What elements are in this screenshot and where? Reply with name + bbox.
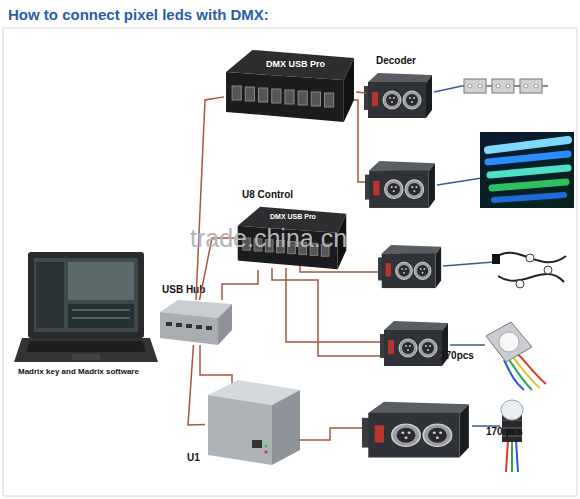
hub-box: USB Hub	[158, 300, 232, 345]
node-label: Madrix key and Madrix software	[18, 368, 139, 377]
led-tube	[488, 140, 568, 150]
picture-frame	[3, 28, 577, 496]
pixel-housing	[486, 322, 532, 362]
decoder	[380, 321, 448, 366]
usb-port	[186, 324, 192, 328]
status-led	[264, 444, 267, 447]
dmx-wire	[300, 428, 366, 440]
decoder	[365, 161, 435, 208]
decoder-box: Decoder	[366, 72, 434, 120]
pixel-dome	[526, 254, 534, 262]
decoder	[362, 402, 469, 458]
node-label: 170 pcs	[486, 426, 523, 437]
usb-wire	[200, 345, 232, 385]
led-module	[464, 79, 486, 93]
usb-port	[206, 326, 212, 330]
pixel-string-cable	[495, 253, 566, 262]
software-panel	[36, 262, 64, 328]
cable	[196, 97, 224, 300]
controller-box: DMX USB Pro	[224, 48, 356, 124]
laptop-touchpad	[72, 354, 100, 360]
hub-front	[160, 312, 218, 345]
tube-backdrop	[480, 132, 574, 208]
software-row	[72, 310, 130, 311]
led-tube	[488, 154, 568, 162]
led-pixel: 170pcs	[482, 318, 544, 390]
pixel-dome	[499, 332, 519, 352]
led-chip	[524, 84, 528, 88]
node-label: 170pcs	[440, 350, 474, 361]
usb-port	[252, 440, 262, 448]
pixel-wire	[506, 440, 508, 472]
led-chip	[496, 84, 500, 88]
laptop: Madrix key and Madrix software	[12, 252, 158, 364]
usb-port	[196, 325, 202, 329]
led-tube	[490, 168, 568, 175]
u1-side	[272, 390, 300, 465]
laptop-lid	[28, 252, 144, 338]
pixel-wire	[504, 360, 524, 390]
pixel-dome	[544, 266, 552, 274]
dmx-wire	[352, 100, 367, 182]
node-label: USB Hub	[162, 284, 205, 295]
usb-port	[176, 323, 182, 327]
node-label: Decoder	[376, 55, 416, 66]
decoder	[364, 73, 432, 118]
led-chip	[506, 84, 510, 88]
watermark: trade.china.cn	[190, 224, 347, 253]
device-print: DMX USB Pro	[270, 213, 316, 221]
led-module	[492, 79, 514, 93]
pixel-dome	[516, 280, 524, 288]
led-tube	[494, 195, 564, 200]
led-chip	[478, 84, 482, 88]
pixel-string-cable	[498, 274, 564, 282]
laptop-base	[14, 338, 158, 362]
dmx-wire	[272, 268, 382, 356]
title: How to connect pixel leds with DMX:	[8, 6, 269, 23]
status-led	[264, 450, 267, 453]
u1-front	[208, 395, 272, 465]
led-chip	[468, 84, 472, 88]
interface-box: U1	[205, 380, 302, 467]
usb-port	[166, 322, 172, 326]
led-tube	[492, 182, 566, 188]
software-panel	[68, 262, 134, 300]
cable	[188, 345, 205, 425]
led-pixel: 170 pcs	[488, 398, 532, 474]
pixel-dome	[501, 400, 523, 420]
connector	[492, 254, 500, 264]
node-label: U1	[187, 452, 200, 463]
cable	[356, 91, 366, 93]
led-wire	[443, 262, 494, 266]
led-wire	[434, 86, 462, 92]
hub-side	[218, 304, 232, 345]
node-label: DMX USB Pro	[266, 60, 325, 70]
laptop-screen	[34, 258, 138, 332]
node-label: U8 Control	[242, 189, 293, 200]
usb-wire	[222, 270, 258, 300]
led-wire	[437, 178, 482, 185]
led-module	[520, 79, 542, 93]
software-panel	[68, 304, 134, 328]
dmx-usb-pro	[226, 50, 354, 122]
software-row	[72, 318, 130, 319]
dmx-wire	[286, 268, 382, 342]
pixel-wire	[516, 440, 518, 472]
laptop-keyboard	[26, 341, 146, 352]
led-chip	[534, 84, 538, 88]
pixel-wire	[511, 440, 513, 472]
led-wire	[450, 344, 485, 346]
decoder	[378, 245, 441, 288]
